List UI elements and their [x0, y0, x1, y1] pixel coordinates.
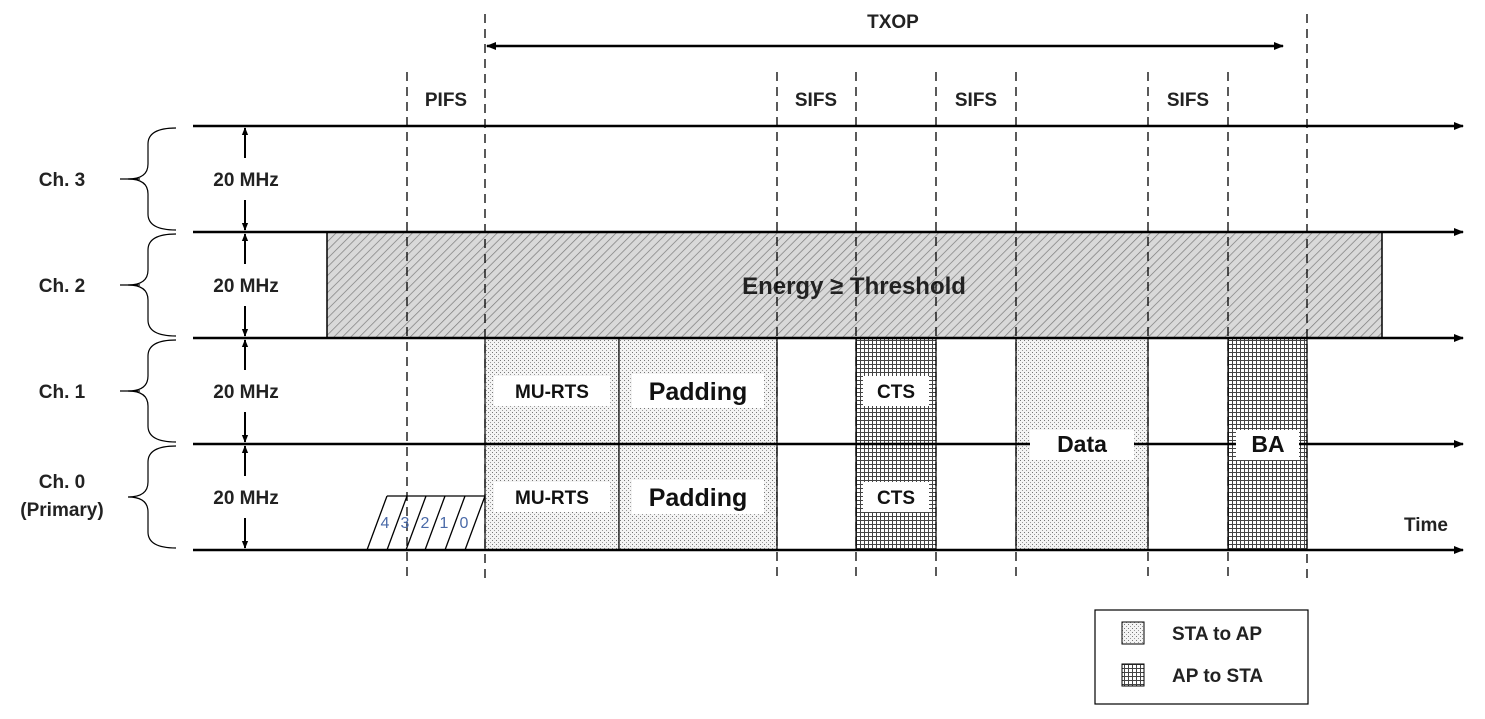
legend: STA to AP AP to STA [1094, 609, 1309, 705]
backoff-slot-0: 0 [460, 515, 469, 532]
sifs-label-2: SIFS [955, 90, 997, 111]
channel-name-ch3: Ch. 3 [39, 170, 85, 191]
sifs-label-1: SIFS [795, 90, 837, 111]
interval-boundaries [406, 14, 1308, 580]
txop-label: TXOP [867, 12, 919, 33]
backoff-slot-4: 4 [381, 515, 390, 532]
time-axes [193, 122, 1464, 554]
frame-labels: MU-RTS MU-RTS Padding Padding CTS CTS Da… [494, 374, 1299, 514]
padding-label-ch0: Padding [649, 484, 748, 512]
channel-name-ch2: Ch. 2 [39, 276, 85, 297]
time-label: Time [1404, 515, 1448, 536]
bandwidth-labels: 20 MHz 20 MHz 20 MHz 20 MHz [200, 166, 292, 510]
legend-label-ap-to-sta: AP to STA [1172, 666, 1263, 687]
channel-names: Ch. 3 Ch. 2 Ch. 1 Ch. 0 (Primary) [20, 170, 103, 521]
interval-labels: PIFS SIFS SIFS SIFS [425, 90, 1209, 111]
murts-label-ch0: MU-RTS [515, 488, 589, 509]
legend-label-sta-to-ap: STA to AP [1172, 624, 1262, 645]
txop-span: TXOP [486, 12, 1284, 50]
busy-label: Energy ≥ Threshold [742, 273, 966, 300]
murts-label-ch1: MU-RTS [515, 382, 589, 403]
pifs-label: PIFS [425, 90, 467, 111]
data-label: Data [1057, 431, 1107, 457]
channel-name-ch1: Ch. 1 [39, 382, 86, 403]
cts-label-ch0: CTS [877, 488, 915, 509]
legend-swatch-ap-to-sta [1121, 663, 1145, 687]
backoff-slot-2: 2 [421, 515, 430, 532]
sifs-label-3: SIFS [1167, 90, 1209, 111]
ba-label: BA [1251, 431, 1284, 457]
channel-sub-ch0: (Primary) [20, 500, 103, 521]
busy-region: Energy ≥ Threshold [326, 231, 1383, 339]
legend-swatch-sta-to-ap [1121, 621, 1145, 645]
backoff-slot-3: 3 [401, 515, 410, 532]
channel-name-ch0: Ch. 0 [39, 472, 85, 493]
padding-label-ch1: Padding [649, 378, 748, 406]
cts-label-ch1: CTS [877, 382, 915, 403]
backoff-slot-1: 1 [440, 515, 449, 532]
backoff-slots: 4 3 2 1 0 [366, 495, 486, 551]
bandwidth-label-ch2: 20 MHz [213, 276, 278, 297]
channel-braces [120, 127, 177, 549]
bandwidth-label-ch3: 20 MHz [213, 170, 278, 191]
bandwidth-label-ch1: 20 MHz [213, 382, 278, 403]
bandwidth-label-ch0: 20 MHz [213, 488, 278, 509]
